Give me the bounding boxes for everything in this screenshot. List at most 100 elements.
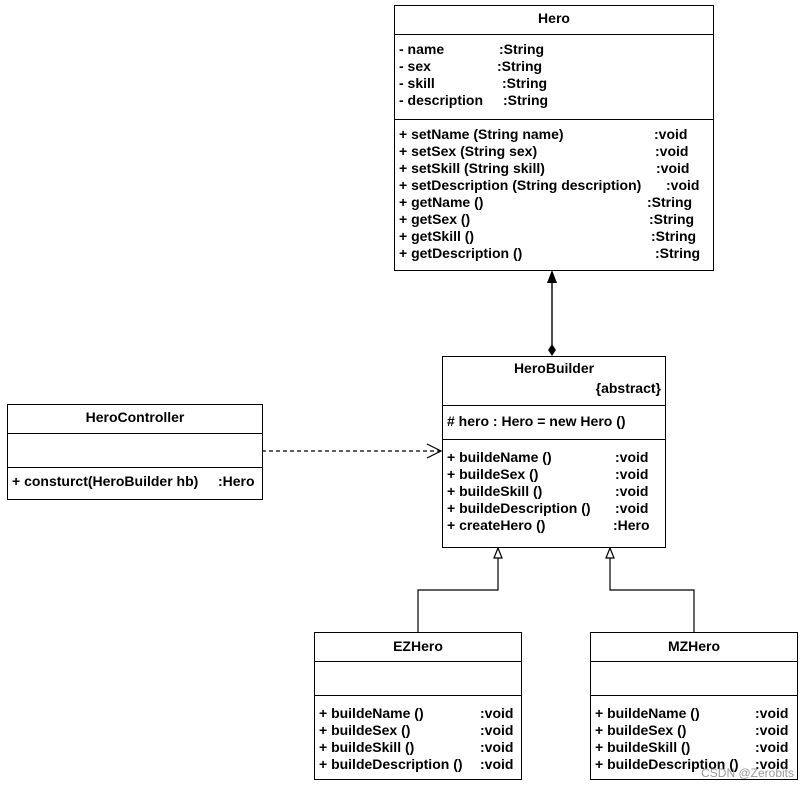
operation-type: :void	[480, 739, 514, 755]
operation-name: + getName ()	[399, 194, 484, 210]
class-name: EZHero	[393, 638, 443, 654]
operation-compartment: + consturct(HeroBuilder hb) :Hero	[8, 468, 262, 494]
class-herocontroller[interactable]: HeroController + consturct(HeroBuilder h…	[7, 404, 263, 500]
attribute-type: :String	[499, 41, 545, 57]
operation-type: :void	[615, 449, 649, 465]
attribute-compartment	[315, 662, 521, 695]
operation-row: + buildeDescription () :void	[595, 756, 797, 773]
attribute-compartment	[8, 434, 262, 467]
operation-name: + buildeName ()	[319, 705, 424, 721]
operation-row: + setName (String name):void	[399, 126, 713, 143]
attribute-type: :String	[503, 92, 549, 108]
generalization-edge-ezhero	[417, 546, 503, 632]
watermark: CSDN @Zerobits	[701, 766, 794, 780]
operation-type: :void	[755, 739, 789, 755]
operation-row: + setDescription (String description):vo…	[399, 177, 713, 194]
divider	[315, 695, 521, 696]
operation-type: :void	[615, 500, 649, 516]
divider	[591, 695, 797, 696]
attribute-name: - sex	[399, 58, 431, 74]
operation-type: :void	[755, 756, 789, 772]
operation-type: :String	[651, 228, 697, 244]
composition-diamond-icon	[548, 344, 556, 356]
generalization-edge-mzhero	[605, 546, 695, 632]
operation-row: + buildeName () :void	[447, 449, 665, 466]
attribute-row: - skill:String	[399, 75, 713, 92]
class-name: Hero	[538, 10, 570, 26]
operation-type: :void	[755, 705, 789, 721]
operation-name: + buildeName ()	[447, 449, 552, 465]
class-stereotype: {abstract}	[595, 380, 661, 396]
attribute-name: # hero : Hero = new Hero ()	[447, 413, 626, 429]
operation-row: + setSex (String sex) :void	[399, 143, 713, 160]
class-name: MZHero	[667, 638, 721, 654]
hollow-triangle-icon	[493, 546, 503, 559]
operation-name: + buildeSex ()	[319, 722, 411, 738]
operation-type: :void	[615, 466, 649, 482]
operation-type: :void	[480, 756, 514, 772]
attribute-name: - description	[399, 92, 484, 108]
divider	[443, 405, 665, 406]
class-name: HeroBuilder	[513, 360, 595, 376]
open-arrow-icon	[426, 443, 443, 459]
operation-name: + setSex (String sex)	[399, 143, 538, 159]
operation-type: :void	[755, 722, 789, 738]
operation-row: + buildeDescription () :void	[447, 500, 665, 517]
attribute-row: - sex:String	[399, 58, 713, 75]
operation-row: + buildeSkill () :void	[319, 739, 521, 756]
divider	[8, 467, 262, 468]
operation-row: + buildeSkill ():void	[595, 739, 797, 756]
divider	[395, 34, 713, 35]
class-herobuilder[interactable]: HeroBuilder {abstract} # hero : Hero = n…	[442, 356, 666, 548]
operation-name: + buildeSkill ()	[447, 483, 543, 499]
dependency-edge	[262, 443, 443, 459]
operation-compartment: + setName (String name):void + setSex (S…	[395, 120, 713, 266]
class-name: HeroController	[85, 409, 185, 425]
class-mzhero[interactable]: MZHero + buildeName () :void + buildeSex …	[590, 632, 798, 780]
attribute-compartment: - name:String - sex:String - skill:Strin…	[395, 35, 713, 119]
operation-row: + getDescription () :String	[399, 245, 713, 262]
operation-name: + setName (String name)	[399, 126, 564, 142]
operation-compartment: + buildeName () :void + buildeSex () :void…	[443, 440, 665, 538]
divider	[8, 433, 262, 434]
attribute-row: # hero : Hero = new Hero ()	[447, 413, 665, 430]
operation-name: + buildeDescription ()	[595, 756, 739, 772]
operation-name: + buildeName ()	[595, 705, 700, 721]
operation-name: + buildeSkill ()	[319, 739, 415, 755]
operation-name: + setDescription (String description)	[399, 177, 642, 193]
divider	[315, 661, 521, 662]
operation-name: + buildeSex ()	[447, 466, 539, 482]
operation-type: :Hero	[218, 473, 255, 489]
operation-name: + buildeDescription ()	[447, 500, 591, 516]
operation-row: + buildeDescription ():void	[319, 756, 521, 773]
attribute-name: - name	[399, 41, 445, 57]
attribute-compartment	[591, 662, 797, 695]
operation-row: + buildeSex ():void	[595, 722, 797, 739]
operation-row: + getSex ():String	[399, 211, 713, 228]
operation-name: + getDescription ()	[399, 245, 523, 261]
operation-name: + getSex ()	[399, 211, 471, 227]
hollow-triangle-icon	[605, 546, 615, 559]
operation-row: + setSkill (String skill):void	[399, 160, 713, 177]
operation-row: + getSkill () :String	[399, 228, 713, 245]
class-hero[interactable]: Hero - name:String - sex:String - skill:…	[394, 5, 714, 271]
class-ezhero[interactable]: EZHero + buildeName ():void + buildeSex …	[314, 632, 522, 780]
divider	[395, 119, 713, 120]
operation-row: + buildeName ():void	[319, 705, 521, 722]
operation-name: + consturct(HeroBuilder hb)	[12, 473, 199, 489]
operation-row: + consturct(HeroBuilder hb) :Hero	[12, 473, 262, 490]
attribute-type: :String	[502, 75, 548, 91]
composition-edge	[547, 270, 557, 356]
operation-type: :void	[655, 143, 689, 159]
operation-name: + getSkill ()	[399, 228, 475, 244]
operation-row: + createHero ():Hero	[447, 517, 665, 534]
operation-type: :String	[655, 245, 701, 261]
operation-compartment: + buildeName ():void + buildeSex ():void…	[315, 696, 521, 777]
operation-name: + createHero ()	[447, 517, 546, 533]
operation-type: :void	[615, 483, 649, 499]
divider	[443, 439, 665, 440]
operation-row: + buildeName () :void	[595, 705, 797, 722]
operation-type: :String	[647, 194, 693, 210]
attribute-compartment: # hero : Hero = new Hero ()	[443, 406, 665, 439]
